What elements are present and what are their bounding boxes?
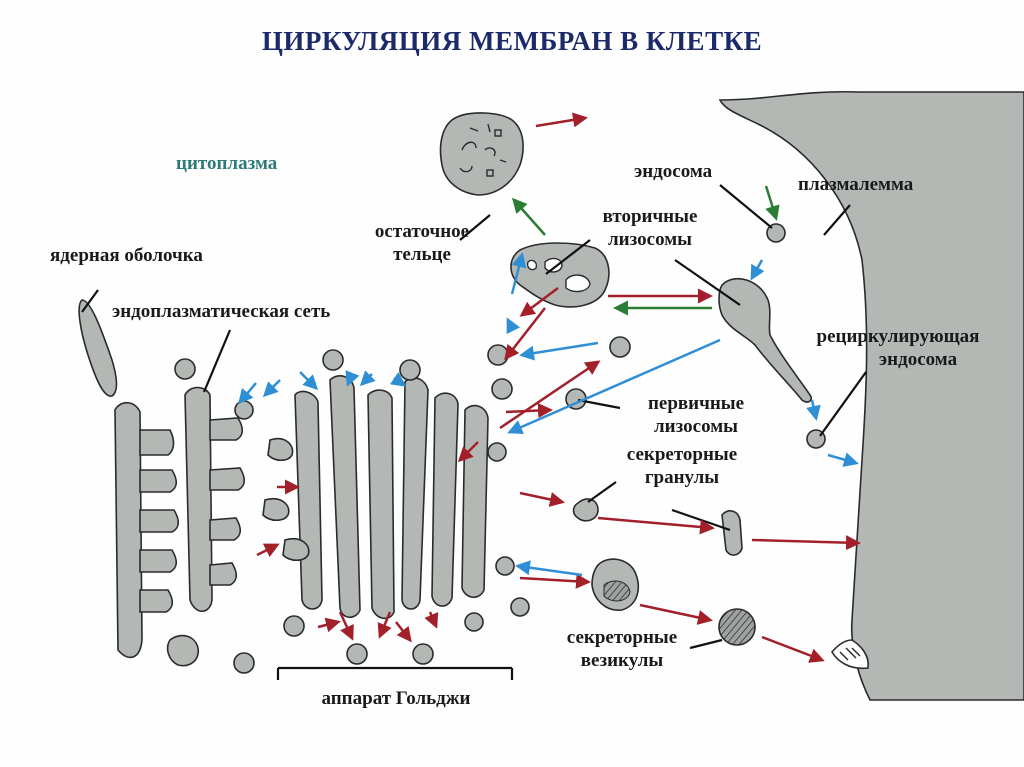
label-residual-body: остаточное тельце: [356, 220, 488, 266]
label-secondary-lysosomes-line1: вторичные: [602, 206, 698, 227]
residual-body-content: [459, 123, 507, 177]
secondary-lysosome-holes: [526, 257, 591, 293]
secondary-lysosome-shape: [510, 242, 610, 308]
exocytosis-marks: [839, 647, 861, 661]
secretory-granule-2: [721, 510, 743, 556]
label-secondary-lysosomes-line2: лизосомы: [608, 229, 692, 250]
page-title: ЦИРКУЛЯЦИЯ МЕМБРАН В КЛЕТКЕ: [261, 26, 763, 56]
secretory-vesicle-2: [718, 608, 756, 646]
red-arrows: [256, 112, 861, 663]
green-arrows: [512, 185, 780, 316]
label-recycling-endosome-line1: рециркулирующая: [816, 326, 980, 347]
label-secretory-granules-line1: секреторные: [626, 444, 738, 465]
label-residual-body-line1: остаточное: [374, 221, 470, 242]
nuclear-envelope-shape: [78, 299, 118, 397]
label-residual-body-line2: тельце: [393, 244, 451, 265]
label-secretory-vesicles: секреторные везикулы: [544, 626, 700, 672]
label-recycling-endosome: рециркулирующая эндосома: [786, 325, 1010, 371]
recycling-endosome-shape: [718, 277, 813, 403]
label-golgi: аппарат Гольджи: [321, 688, 471, 709]
plasmalemma-shape: [718, 90, 1024, 701]
er-shape: [114, 358, 255, 674]
label-secretory-granules: секреторные гранулы: [600, 443, 764, 489]
label-recycling-endosome-line2: эндосома: [878, 349, 958, 370]
label-plasmalemma: плазмалемма: [798, 174, 914, 195]
label-secondary-lysosomes: вторичные лизосомы: [588, 205, 712, 251]
label-nuclear-envelope: ядерная оболочка: [50, 245, 203, 266]
golgi-shape: [262, 344, 530, 665]
residual-body-shape: [439, 112, 524, 196]
label-primary-lysosomes-line2: лизосомы: [654, 416, 738, 437]
secretory-granule-1: [572, 498, 599, 522]
label-cytoplasm: цитоплазма: [176, 153, 278, 174]
blue-arrows: [238, 252, 859, 577]
label-primary-lysosomes-line1: первичные: [647, 393, 745, 414]
label-er: эндоплазматическая сеть: [112, 301, 331, 322]
plasmalemma-notch: [831, 639, 870, 670]
label-secretory-vesicles-line2: везикулы: [580, 650, 664, 671]
label-secretory-vesicles-line1: секреторные: [566, 627, 678, 648]
secretory-vesicle-1-core: [603, 580, 631, 602]
label-secretory-granules-line2: гранулы: [644, 467, 720, 488]
label-primary-lysosomes: первичные лизосомы: [626, 392, 766, 438]
vesicle: [609, 336, 631, 358]
label-endosome: эндосома: [634, 161, 713, 182]
leader-lines: [81, 184, 867, 680]
